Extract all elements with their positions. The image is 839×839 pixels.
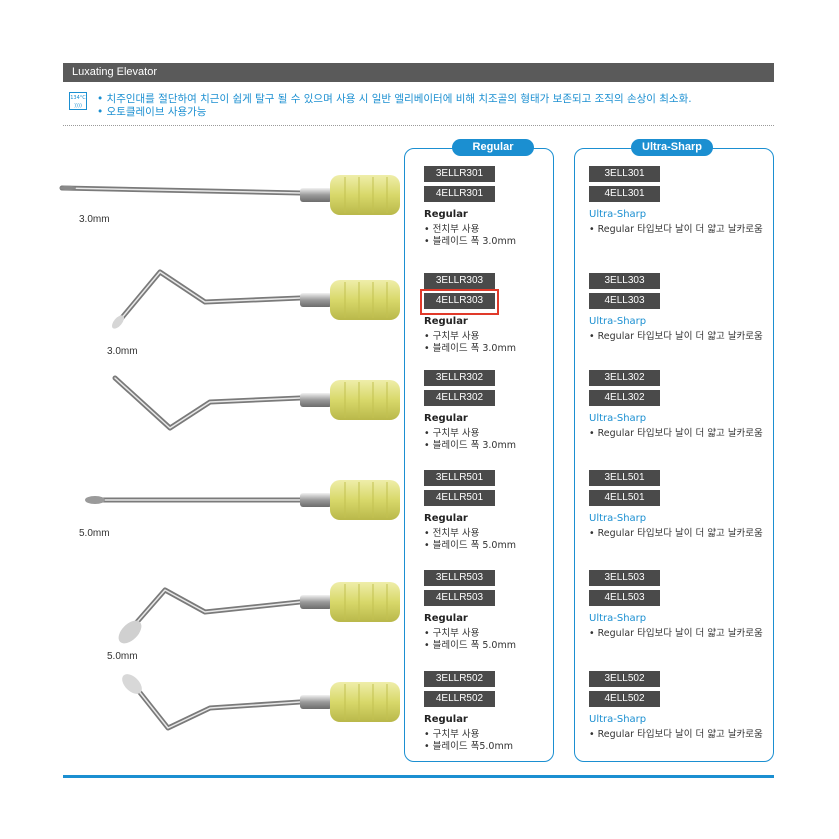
ultra-sharp-type-label: Ultra-Sharp — [589, 613, 647, 624]
regular-panel-label: Regular — [452, 139, 534, 156]
product-code[interactable]: 3ELL502 — [589, 671, 660, 687]
product-code[interactable]: 3ELL303 — [589, 273, 660, 289]
regular-spec: • 블레이드 폭5.0mm — [424, 741, 513, 752]
product-code[interactable]: 3ELLR301 — [424, 166, 495, 182]
regular-type-label: Regular — [424, 209, 468, 220]
selection-highlight — [420, 289, 499, 315]
instrument-shaft-shine — [129, 679, 301, 729]
product-code[interactable]: 3ELL301 — [589, 166, 660, 182]
ultra-sharp-spec: • Regular 타입보다 날이 더 얇고 날카로움 — [589, 528, 763, 539]
blade-width-label: 5.0mm — [107, 651, 138, 662]
ultra-sharp-spec: • Regular 타입보다 날이 더 얇고 날카로움 — [589, 224, 763, 235]
instrument-ferrule — [300, 595, 332, 609]
ultra-sharp-spec: • Regular 타입보다 날이 더 얇고 날카로움 — [589, 729, 763, 740]
instrument-shaft-shine — [119, 271, 301, 321]
regular-spec: • 전치부 사용 — [424, 528, 480, 539]
instrument-shaft-shine — [114, 377, 301, 429]
product-code[interactable]: 3ELLR501 — [424, 470, 495, 486]
instrument-shaft-shine — [61, 187, 301, 194]
product-code[interactable]: 4ELLR501 — [424, 490, 495, 506]
product-code[interactable]: 3ELLR303 — [424, 273, 495, 289]
ultra-sharp-panel — [574, 148, 774, 762]
regular-spec: • 블레이드 폭 3.0mm — [424, 343, 516, 354]
dotted-divider — [63, 125, 774, 126]
blade-tip — [85, 496, 105, 504]
section-header: Luxating Elevator — [63, 63, 774, 82]
product-code[interactable]: 4ELL502 — [589, 691, 660, 707]
instrument-shaft — [127, 587, 303, 633]
ultra-sharp-spec: • Regular 타입보다 날이 더 얇고 날카로움 — [589, 428, 763, 439]
regular-type-label: Regular — [424, 316, 468, 327]
product-code[interactable]: 3ELL501 — [589, 470, 660, 486]
ultra-sharp-type-label: Ultra-Sharp — [589, 316, 647, 327]
ultra-sharp-spec: • Regular 타입보다 날이 더 얇고 날카로움 — [589, 628, 763, 639]
description-line-2: • 오토클레이브 사용가능 — [97, 106, 207, 118]
instrument-handle — [330, 582, 400, 622]
instrument-ferrule — [300, 695, 332, 709]
blade-width-label: 5.0mm — [79, 528, 110, 539]
regular-spec: • 구치부 사용 — [424, 428, 480, 439]
bottom-rule — [63, 775, 774, 778]
product-code[interactable]: 4ELL503 — [589, 590, 660, 606]
ultra-sharp-type-label: Ultra-Sharp — [589, 714, 647, 725]
blade-tip — [118, 620, 142, 644]
regular-spec: • 구치부 사용 — [424, 628, 480, 639]
product-code[interactable]: 4ELL302 — [589, 390, 660, 406]
regular-spec: • 블레이드 폭 3.0mm — [424, 236, 516, 247]
product-code[interactable]: 4ELLR302 — [424, 390, 495, 406]
blade-width-label: 3.0mm — [107, 346, 138, 357]
ultra-sharp-type-label: Ultra-Sharp — [589, 413, 647, 424]
product-code[interactable]: 4ELLR503 — [424, 590, 495, 606]
product-code[interactable]: 4ELLR303 — [424, 293, 495, 309]
regular-type-label: Regular — [424, 413, 468, 424]
regular-spec: • 전치부 사용 — [424, 224, 480, 235]
regular-spec: • 구치부 사용 — [424, 331, 480, 342]
regular-spec: • 블레이드 폭 5.0mm — [424, 540, 516, 551]
instrument-handle — [330, 280, 400, 320]
instrument-handle — [330, 682, 400, 722]
product-code[interactable]: 3ELLR503 — [424, 570, 495, 586]
product-code[interactable]: 4ELL303 — [589, 293, 660, 309]
regular-type-label: Regular — [424, 613, 468, 624]
autoclave-temperature-icon: 134°C)))) — [69, 92, 87, 110]
blade-tip — [122, 674, 142, 694]
product-code[interactable]: 3ELL302 — [589, 370, 660, 386]
ultra-sharp-panel-label: Ultra-Sharp — [631, 139, 713, 156]
instrument-ferrule — [300, 393, 332, 407]
product-code[interactable]: 4ELL301 — [589, 186, 660, 202]
description-line-1: • 치주인대를 절단하여 치근이 쉽게 탈구 될 수 있으며 사용 시 일반 엘… — [97, 93, 692, 105]
instrument-shaft-shine — [129, 589, 301, 631]
instrument-shaft — [117, 269, 303, 323]
product-code[interactable]: 4ELL501 — [589, 490, 660, 506]
product-code[interactable]: 3ELL503 — [589, 570, 660, 586]
product-code[interactable]: 4ELLR301 — [424, 186, 495, 202]
regular-type-label: Regular — [424, 714, 468, 725]
product-code[interactable]: 3ELLR302 — [424, 370, 495, 386]
instrument-handle — [330, 380, 400, 420]
instrument-ferrule — [300, 493, 332, 507]
regular-type-label: Regular — [424, 513, 468, 524]
regular-spec: • 블레이드 폭 5.0mm — [424, 640, 516, 651]
instrument-ferrule — [300, 293, 332, 307]
instrument-handle — [330, 480, 400, 520]
product-code[interactable]: 3ELLR502 — [424, 671, 495, 687]
regular-spec: • 구치부 사용 — [424, 729, 480, 740]
regular-spec: • 블레이드 폭 3.0mm — [424, 440, 516, 451]
blade-tip — [112, 315, 124, 329]
ultra-sharp-type-label: Ultra-Sharp — [589, 209, 647, 220]
blade-width-label: 3.0mm — [79, 214, 110, 225]
ultra-sharp-spec: • Regular 타입보다 날이 더 얇고 날카로움 — [589, 331, 763, 342]
ultra-sharp-type-label: Ultra-Sharp — [589, 513, 647, 524]
blade-tip — [60, 185, 76, 191]
instrument-ferrule — [300, 188, 332, 202]
product-code[interactable]: 4ELLR502 — [424, 691, 495, 707]
instrument-handle — [330, 175, 400, 215]
